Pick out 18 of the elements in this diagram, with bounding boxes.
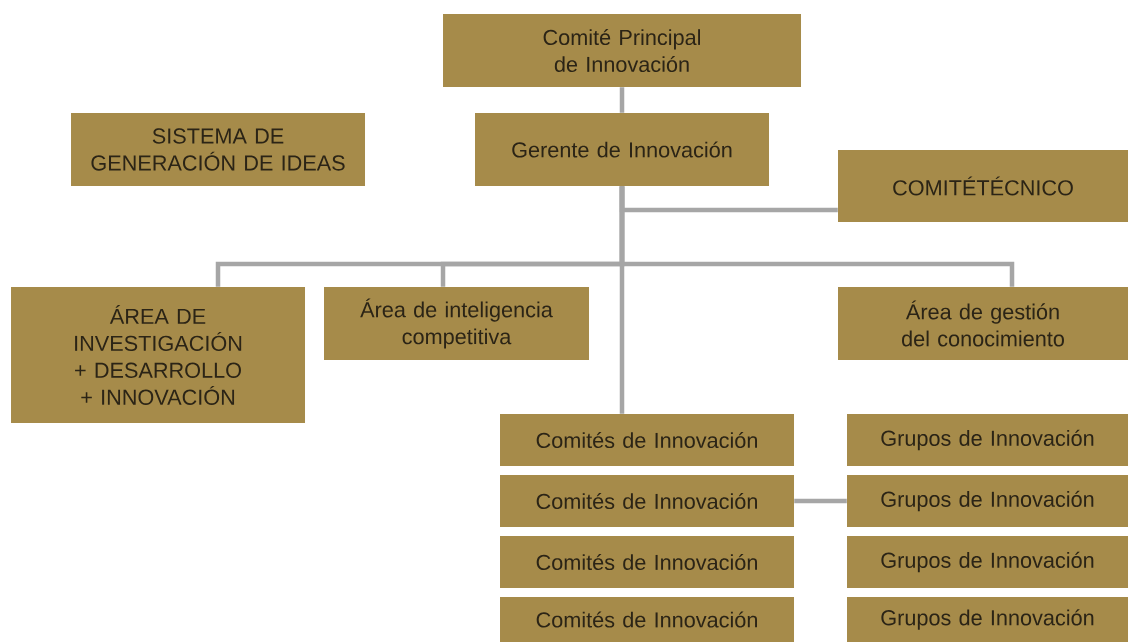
connector-line <box>794 498 847 504</box>
org-box: Grupos de Innovación <box>847 597 1128 642</box>
org-box: Grupos de Innovación <box>847 536 1128 588</box>
org-box: Comités de Innovación <box>500 475 794 527</box>
org-box: SISTEMA DE GENERACIÓN DE IDEAS <box>71 113 365 186</box>
org-box: Área de inteligencia competitiva <box>324 287 589 360</box>
org-box: Comités de Innovación <box>500 597 794 642</box>
connector-line <box>619 87 625 113</box>
org-box: ÁREA DE INVESTIGACIÓN + DESARROLLO + INNOVACIÓN <box>11 287 305 423</box>
connector-line <box>619 186 625 414</box>
org-box: Área de gestión del conocimiento <box>838 287 1128 360</box>
org-box: Gerente de Innovación <box>475 113 769 186</box>
org-box: Grupos de Innovación <box>847 475 1128 527</box>
org-box: Grupos de Innovación <box>847 414 1128 466</box>
org-box: Comités de Innovación <box>500 414 794 466</box>
org-box: Comité Principal de Innovación <box>443 14 801 87</box>
org-box: COMITÉTÉCNICO <box>838 150 1128 222</box>
org-box: Comités de Innovación <box>500 536 794 588</box>
